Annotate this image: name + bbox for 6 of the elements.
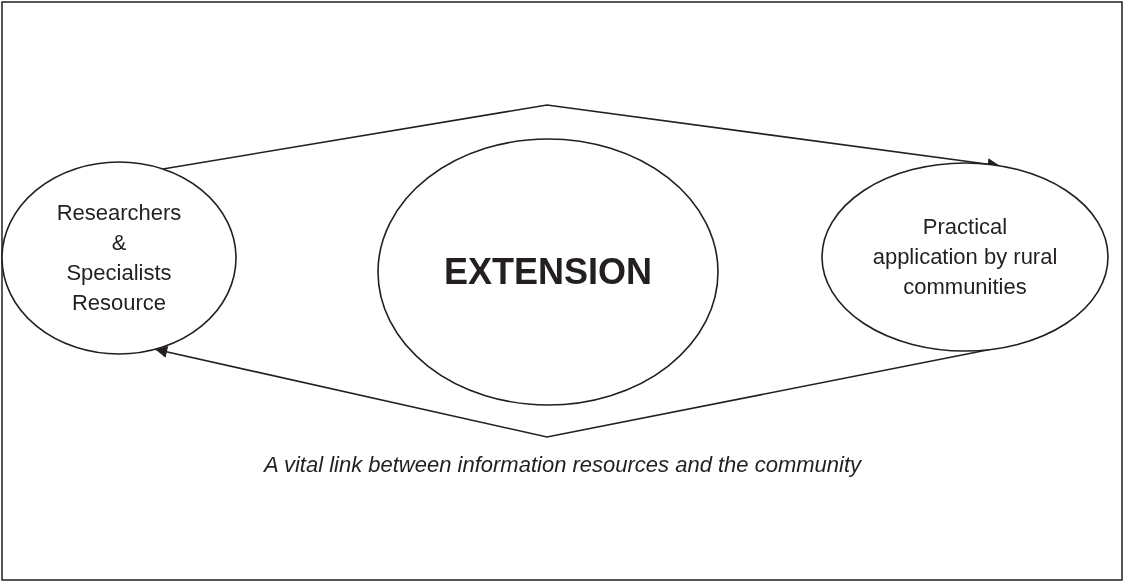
node-label: Researchers & Specialists Resource [56, 198, 182, 318]
node-label: Practical application by rural communities [872, 212, 1058, 302]
node-title: EXTENSION [442, 250, 653, 295]
arrow [162, 104, 1001, 171]
caption: A vital link between information resources and the community [263, 452, 862, 477]
arrow [154, 346, 991, 438]
